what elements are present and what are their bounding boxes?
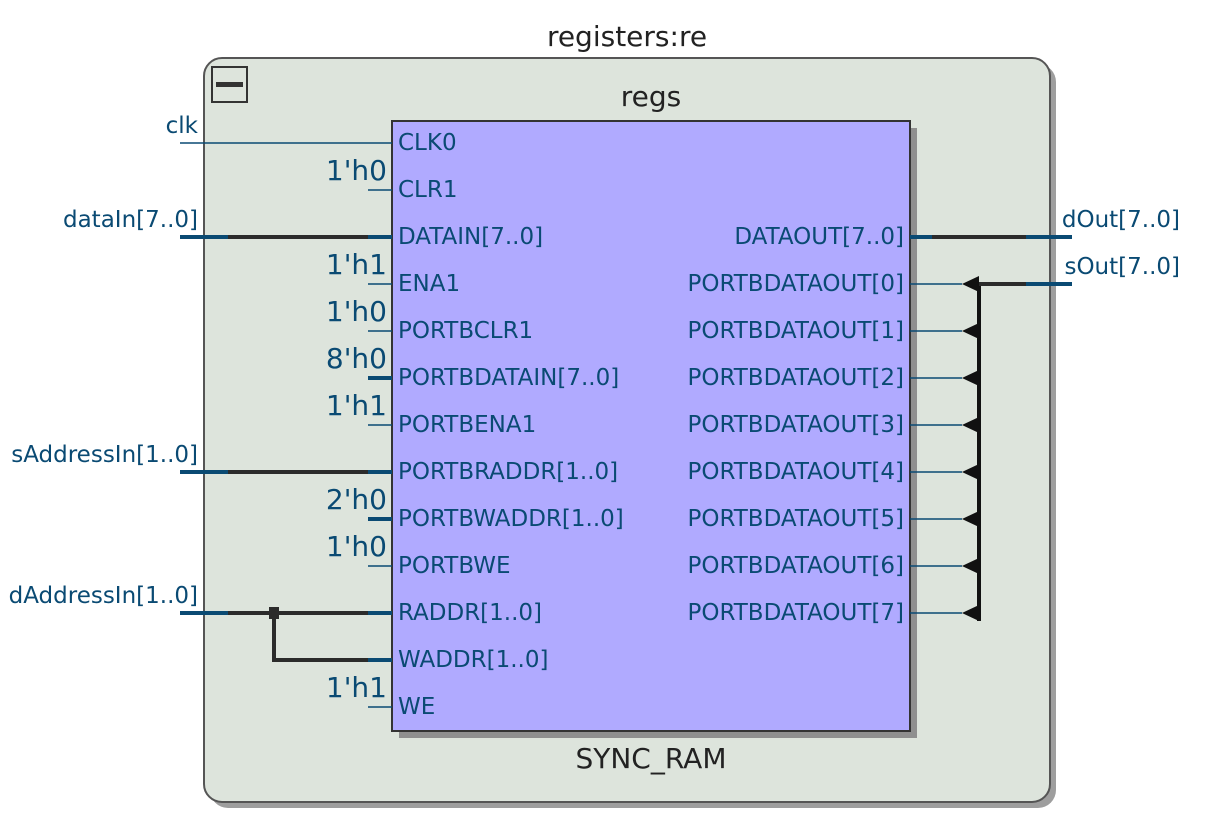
port-label-right: PORTBDATAOUT[0] [687,271,904,297]
input-pin-label[interactable]: dAddressIn[1..0] [9,583,198,609]
block-type-name: SYNC_RAM [575,742,726,775]
port-label-left: PORTBENA1 [398,412,536,438]
bus-ripper-arrow [962,417,979,433]
constant-value: 1'h0 [326,530,387,563]
port-label-left: PORTBWADDR[1..0] [398,506,624,532]
constant-value: 1'h0 [326,295,387,328]
port-label-left: ENA1 [398,271,460,297]
port-label-left: WE [398,694,435,720]
block-instance-name: regs [621,80,681,113]
port-label-left: PORTBCLR1 [398,318,533,344]
port-label-left: RADDR[1..0] [398,600,542,626]
port-label-right: PORTBDATAOUT[7] [687,600,904,626]
collapse-button[interactable] [211,66,248,103]
port-label-right: PORTBDATAOUT[4] [687,459,904,485]
port-label-right: PORTBDATAOUT[5] [687,506,904,532]
port-label-left: PORTBRADDR[1..0] [398,459,618,485]
constant-value: 1'h1 [326,248,387,281]
input-pin-label[interactable]: sAddressIn[1..0] [11,442,198,468]
port-label-left: CLK0 [398,130,457,156]
port-label-right: DATAOUT[7..0] [734,224,904,250]
port-label-left: WADDR[1..0] [398,647,548,673]
constant-value: 2'h0 [326,483,387,516]
port-label-left: CLR1 [398,177,458,203]
junction-dot [269,607,279,619]
sync-ram-block[interactable] [391,120,911,732]
bus-ripper-arrow [962,323,979,339]
bus-ripper-arrow [962,464,979,480]
constant-value: 1'h0 [326,154,387,187]
port-label-right: PORTBDATAOUT[6] [687,553,904,579]
branch-wire [272,613,368,662]
port-label-left: DATAIN[7..0] [398,224,543,250]
bus-ripper-arrow [962,558,979,574]
port-label-left: PORTBDATAIN[7..0] [398,365,619,391]
port-label-right: PORTBDATAOUT[3] [687,412,904,438]
port-label-right: PORTBDATAOUT[1] [687,318,904,344]
ports-layer: CLK0clkCLR11'h0DATAIN[7..0]dataIn[7..0]E… [9,113,1180,720]
bus-ripper-arrow [962,370,979,386]
port-label-right: PORTBDATAOUT[2] [687,365,904,391]
constant-value: 8'h0 [326,342,387,375]
bus-ripper-arrow [962,605,979,621]
wires-layer [228,235,1026,662]
bus-ripper-arrow [962,511,979,527]
output-pin-label[interactable]: dOut[7..0] [1062,207,1180,233]
input-pin-label[interactable]: clk [166,113,199,139]
output-pin-label[interactable]: sOut[7..0] [1064,254,1180,280]
container-title: registers:re [547,20,707,53]
minus-icon [216,82,243,87]
input-pin-label[interactable]: dataIn[7..0] [63,207,198,233]
port-label-left: PORTBWE [398,553,511,579]
bus-ripper-arrow [962,276,979,292]
constant-value: 1'h1 [326,671,387,704]
constant-value: 1'h1 [326,389,387,422]
